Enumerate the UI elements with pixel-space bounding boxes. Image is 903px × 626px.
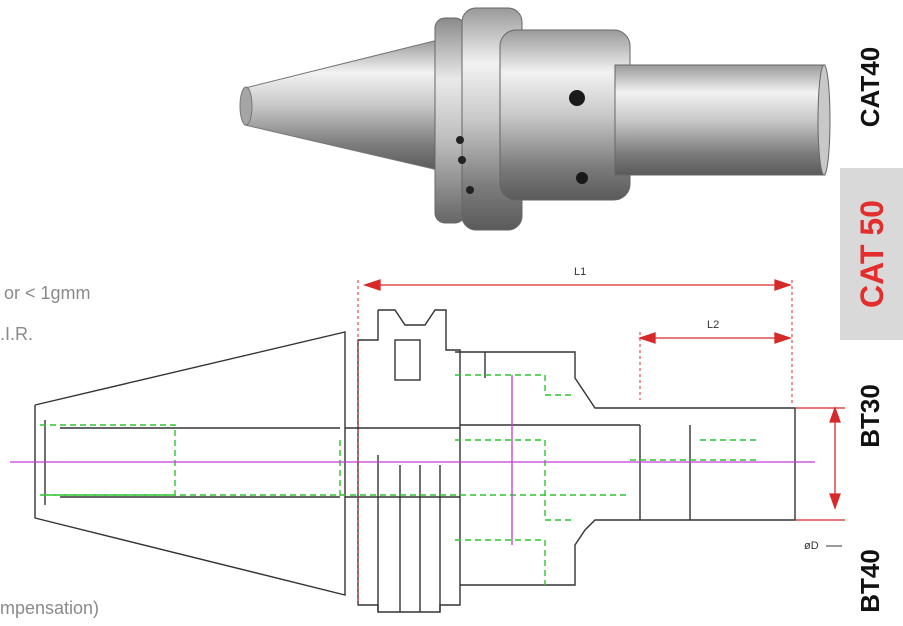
- cat50-label[interactable]: CAT 50: [854, 200, 890, 308]
- cat50-tab[interactable]: [840, 168, 903, 340]
- l2-dimension: L2: [707, 319, 720, 331]
- bt30-label[interactable]: BT30: [855, 384, 885, 448]
- cat40-label[interactable]: CAT40: [855, 46, 885, 128]
- tir-spec: .I.R.: [0, 324, 34, 344]
- l1-dimension: L1: [574, 266, 587, 278]
- tool-holder-photo: [239, 7, 831, 231]
- bt40-label[interactable]: BT40: [855, 549, 885, 613]
- technical-drawing: [10, 279, 845, 613]
- compensation-spec: mpensation): [0, 598, 100, 618]
- balance-spec: or < 1gmm: [4, 283, 91, 303]
- od-dimension: øD: [804, 540, 819, 552]
